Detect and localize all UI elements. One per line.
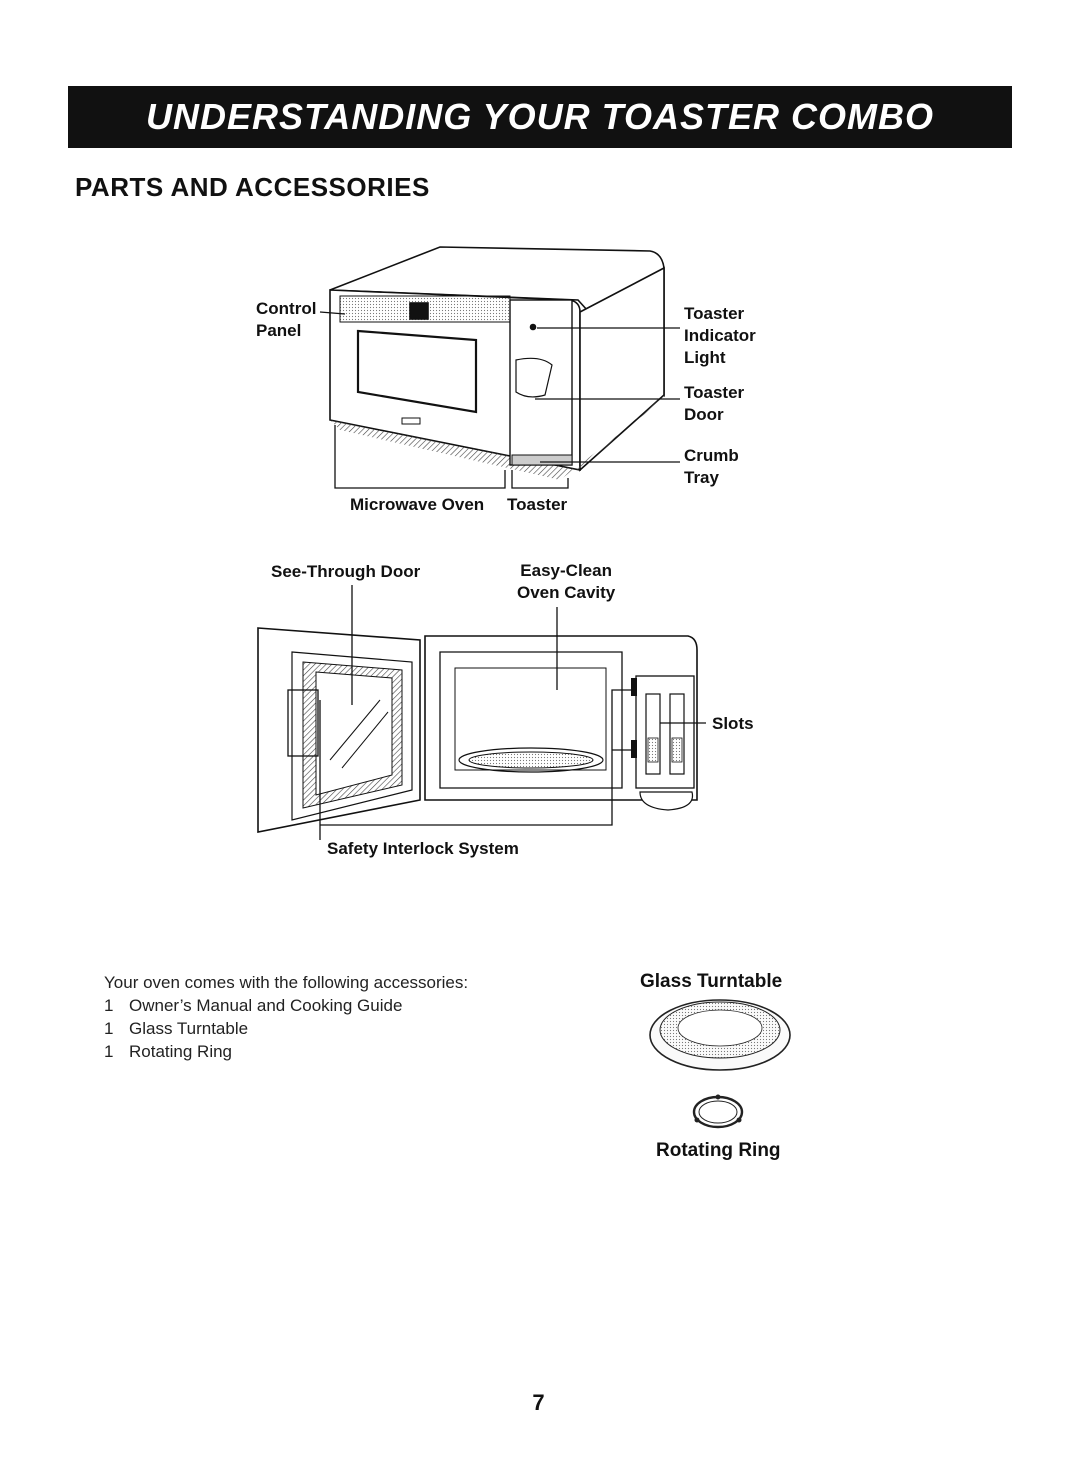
- microwave-oven-label: Microwave Oven: [350, 495, 485, 514]
- page-number: 7: [532, 1390, 545, 1415]
- rotating-ring-illustration: [692, 1094, 744, 1129]
- item-name: Owner’s Manual and Cooking Guide: [129, 996, 403, 1015]
- crumb-tray-label-line1: Crumb: [684, 446, 739, 465]
- glass-turntable-caption: Glass Turntable: [640, 971, 783, 992]
- toaster-indicator-label-line3: Light: [684, 348, 726, 367]
- item-quantity: 1: [104, 996, 114, 1015]
- toaster-indicator-label-line1: Toaster: [684, 304, 745, 323]
- see-through-door-label: See-Through Door: [271, 562, 421, 581]
- item-name: Glass Turntable: [129, 1019, 249, 1038]
- crumb-tray-label: Crumb Tray: [684, 445, 739, 489]
- toaster-combo-illustration: [319, 246, 680, 489]
- control-panel-label-line2: Panel: [256, 321, 302, 340]
- safety-interlock-label: Safety Interlock System: [327, 839, 519, 858]
- control-panel-label: Control Panel: [256, 298, 316, 342]
- easy-clean-label-line2: Oven Cavity: [517, 583, 616, 602]
- toaster-indicator-label-line2: Indicator: [684, 326, 756, 345]
- banner-title: UNDERSTANDING YOUR TOASTER COMBO: [145, 96, 935, 137]
- glass-turntable-illustration: [649, 999, 791, 1071]
- easy-clean-label-line1: Easy-Clean: [520, 561, 612, 580]
- slots-label: Slots: [712, 714, 754, 733]
- list-item: 1 Rotating Ring: [104, 1040, 468, 1063]
- item-quantity: 1: [104, 1042, 114, 1061]
- accessories-intro: Your oven comes with the following acces…: [104, 973, 469, 992]
- toaster-indicator-light-label: Toaster Indicator Light: [684, 303, 756, 369]
- section-title: PARTS AND ACCESSORIES: [75, 172, 430, 202]
- toaster-door-label-line2: Door: [684, 405, 724, 424]
- crumb-tray-label-line2: Tray: [684, 468, 719, 487]
- toaster-door-label-line1: Toaster: [684, 383, 745, 402]
- toaster-door-label: Toaster Door: [684, 382, 744, 426]
- rotating-ring-caption: Rotating Ring: [656, 1140, 781, 1161]
- item-name: Rotating Ring: [129, 1042, 233, 1061]
- control-panel-label-line1: Control: [256, 299, 317, 318]
- easy-clean-oven-cavity-label: Easy-Clean Oven Cavity: [517, 560, 615, 604]
- list-item: 1 Owner’s Manual and Cooking Guide: [104, 994, 468, 1017]
- open-oven-illustration: [257, 585, 706, 840]
- accessories-list: Your oven comes with the following acces…: [104, 971, 468, 1063]
- list-item: 1 Glass Turntable: [104, 1017, 468, 1040]
- item-quantity: 1: [104, 1019, 114, 1038]
- title-banner: UNDERSTANDING YOUR TOASTER COMBO: [68, 86, 1012, 148]
- toaster-label: Toaster: [507, 495, 568, 514]
